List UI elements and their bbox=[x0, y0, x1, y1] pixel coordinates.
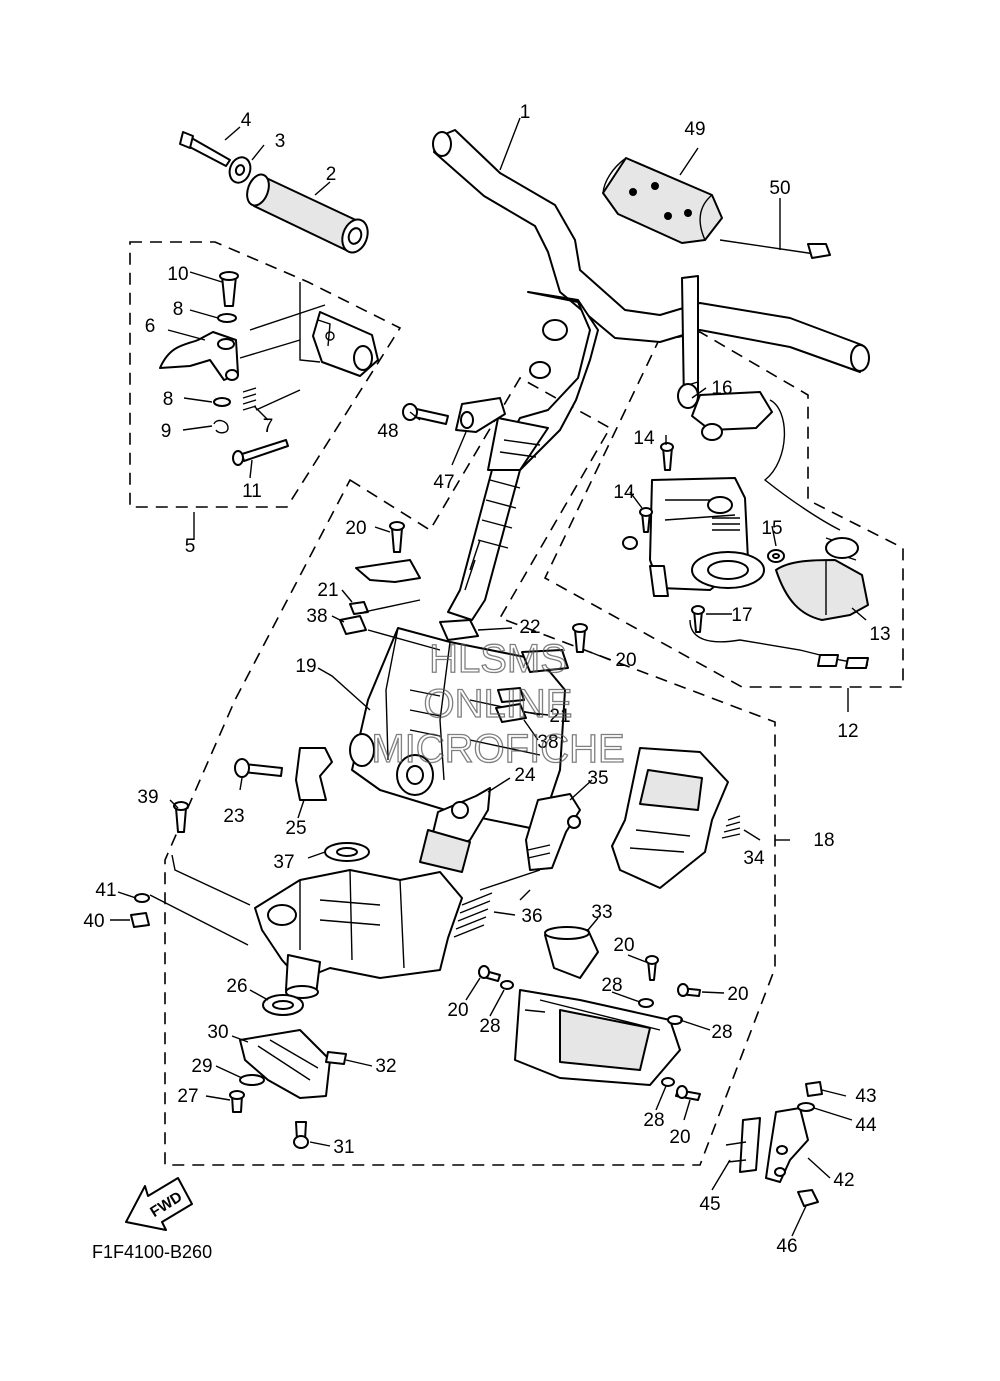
callout-3: 3 bbox=[275, 131, 286, 152]
lower-bracket bbox=[478, 926, 701, 1101]
callout-38b: 38 bbox=[537, 732, 558, 753]
callout-28c: 28 bbox=[711, 1022, 732, 1043]
callout-19: 19 bbox=[295, 656, 316, 677]
grip-assembly bbox=[179, 131, 369, 254]
callout-24: 24 bbox=[514, 765, 536, 786]
group-outline-18 bbox=[164, 376, 776, 1166]
handlebar-pad bbox=[602, 157, 831, 259]
diagram-code: F1F4100-B260 bbox=[92, 1242, 212, 1262]
callout-5: 5 bbox=[185, 536, 196, 557]
callout-33: 33 bbox=[591, 902, 612, 923]
group-outlines bbox=[129, 241, 904, 1166]
leader-lines bbox=[110, 117, 867, 1237]
callout-20a: 20 bbox=[345, 518, 366, 539]
callout-14a: 14 bbox=[633, 428, 655, 449]
group-outline-12 bbox=[543, 331, 904, 688]
callout-41: 41 bbox=[95, 880, 116, 901]
callout-21b: 21 bbox=[549, 706, 570, 727]
loose-fasteners bbox=[130, 801, 189, 928]
callout-27: 27 bbox=[177, 1086, 198, 1107]
callout-29: 29 bbox=[191, 1056, 212, 1077]
callout-35: 35 bbox=[587, 768, 608, 789]
callout-15: 15 bbox=[761, 518, 782, 539]
column-cover bbox=[611, 747, 741, 889]
callout-2: 2 bbox=[326, 164, 337, 185]
throttle-lever-group bbox=[159, 271, 379, 466]
callout-23: 23 bbox=[223, 806, 244, 827]
callout-22: 22 bbox=[519, 617, 540, 638]
callout-39: 39 bbox=[137, 787, 158, 808]
callout-6: 6 bbox=[145, 316, 156, 337]
watermark-line-1: HLSMS bbox=[429, 637, 567, 681]
callout-4: 4 bbox=[241, 110, 252, 131]
handlebar bbox=[432, 129, 870, 373]
callout-8b: 8 bbox=[163, 389, 174, 410]
callout-17: 17 bbox=[731, 605, 752, 626]
callout-42: 42 bbox=[833, 1170, 854, 1191]
lower-column bbox=[149, 747, 581, 1016]
callout-34: 34 bbox=[743, 848, 765, 869]
callout-18: 18 bbox=[813, 830, 834, 851]
callout-10: 10 bbox=[167, 264, 188, 285]
callout-45: 45 bbox=[699, 1194, 720, 1215]
callout-9: 9 bbox=[161, 421, 172, 442]
callout-26: 26 bbox=[226, 976, 247, 997]
callout-20d: 20 bbox=[447, 1000, 468, 1021]
callout-37: 37 bbox=[273, 852, 294, 873]
switch-group bbox=[622, 275, 869, 669]
watermark-line-3: MICROFICHE bbox=[371, 727, 624, 771]
callout-13: 13 bbox=[869, 624, 890, 645]
callout-48: 48 bbox=[377, 421, 398, 442]
callout-28d: 28 bbox=[643, 1110, 664, 1131]
callout-11: 11 bbox=[242, 481, 262, 502]
callout-labels: 1 2 3 4 5 6 7 8 8 9 10 11 12 13 14 14 15… bbox=[83, 102, 890, 1257]
callout-38a: 38 bbox=[306, 606, 327, 627]
callout-44: 44 bbox=[855, 1115, 877, 1136]
callout-49: 49 bbox=[684, 119, 705, 140]
callout-40: 40 bbox=[83, 911, 104, 932]
callout-46: 46 bbox=[776, 1236, 797, 1257]
callout-20c: 20 bbox=[613, 935, 634, 956]
callout-32: 32 bbox=[375, 1056, 396, 1077]
lower-link bbox=[229, 1029, 347, 1149]
callout-21a: 21 bbox=[317, 580, 338, 601]
callout-20e: 20 bbox=[727, 984, 748, 1005]
callout-16: 16 bbox=[711, 378, 732, 399]
group-outline-5 bbox=[129, 241, 402, 508]
fwd-arrow-icon: FWD bbox=[125, 1177, 193, 1231]
callout-1: 1 bbox=[520, 102, 531, 123]
callout-50: 50 bbox=[769, 178, 790, 199]
callout-8a: 8 bbox=[173, 299, 184, 320]
callout-20f: 20 bbox=[669, 1127, 690, 1148]
callout-28b: 28 bbox=[479, 1016, 500, 1037]
callout-25: 25 bbox=[285, 818, 306, 839]
callout-20b: 20 bbox=[615, 650, 636, 671]
side-bracket bbox=[725, 1081, 823, 1207]
callout-7: 7 bbox=[263, 416, 274, 437]
callout-43: 43 bbox=[855, 1086, 876, 1107]
steering-stem bbox=[402, 291, 599, 621]
callout-28a: 28 bbox=[601, 975, 622, 996]
callout-12: 12 bbox=[837, 721, 858, 742]
steering-column-body bbox=[339, 521, 588, 831]
callout-31: 31 bbox=[333, 1137, 354, 1158]
watermark: HLSMS ONLINE MICROFICHE bbox=[371, 636, 626, 771]
watermark-line-2: ONLINE bbox=[424, 682, 573, 726]
callout-47: 47 bbox=[433, 472, 454, 493]
callout-36: 36 bbox=[521, 906, 542, 927]
callout-30: 30 bbox=[207, 1022, 228, 1043]
callout-14b: 14 bbox=[613, 482, 635, 503]
